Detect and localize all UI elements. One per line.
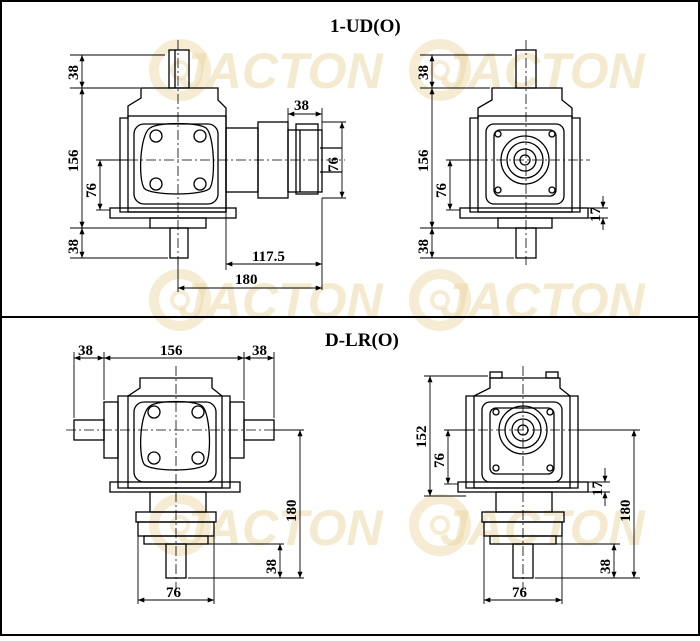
dim-tl-total: 180	[235, 272, 258, 288]
bottom-right-view	[457, 366, 636, 590]
dim-tl-shaft-top: 38	[66, 65, 82, 80]
top-right-dimensions	[420, 54, 608, 259]
watermark-text: JACTON	[178, 43, 384, 99]
section-divider	[0, 316, 700, 318]
dim-tr-base: 17	[588, 207, 604, 223]
dim-bl-right-shaft: 38	[252, 343, 267, 359]
dim-tl-shaft-bottom: 38	[66, 239, 82, 254]
watermark-text: JACTON	[440, 43, 646, 99]
dim-tr-shaft-top: 38	[416, 65, 432, 80]
dim-br-height: 152	[414, 426, 430, 449]
dim-tl-side-shaft: 38	[294, 98, 309, 114]
bottom-left-dimensions	[73, 352, 304, 604]
dim-br-flange: 76	[512, 585, 528, 601]
dim-br-inner: 76	[432, 453, 448, 469]
dim-br-total: 180	[618, 500, 634, 523]
top-left-dimensions	[70, 54, 346, 292]
bottom-right-dimensions	[424, 375, 640, 604]
dim-tr-height: 156	[416, 149, 432, 172]
section-title-top: 1-UD(O)	[330, 16, 401, 37]
dim-bl-shaft-bottom: 38	[264, 559, 280, 574]
dim-tr-shaft-bottom: 38	[416, 239, 432, 254]
watermark-text: JACTON	[440, 273, 646, 329]
dim-tl-inner: 76	[84, 183, 100, 199]
dim-tl-flange: 76	[326, 157, 342, 173]
watermark-text: JACTON	[178, 273, 384, 329]
dim-bl-flange: 76	[166, 585, 182, 601]
section-title-bottom: D-LR(O)	[325, 330, 399, 351]
dim-tl-offset: 117.5	[252, 249, 285, 265]
dim-br-shaft-bottom: 38	[598, 559, 614, 574]
dim-bl-total: 180	[284, 500, 300, 523]
watermark-text: JACTON	[440, 500, 646, 556]
dim-tr-inner: 76	[434, 183, 450, 199]
top-left-view	[109, 40, 345, 265]
dim-tl-height: 156	[66, 149, 82, 172]
top-right-view	[459, 40, 590, 265]
dim-br-base: 17	[590, 481, 606, 497]
dim-bl-width: 156	[160, 343, 183, 359]
bottom-left-view	[66, 366, 290, 590]
dim-bl-left-shaft: 38	[78, 343, 93, 359]
